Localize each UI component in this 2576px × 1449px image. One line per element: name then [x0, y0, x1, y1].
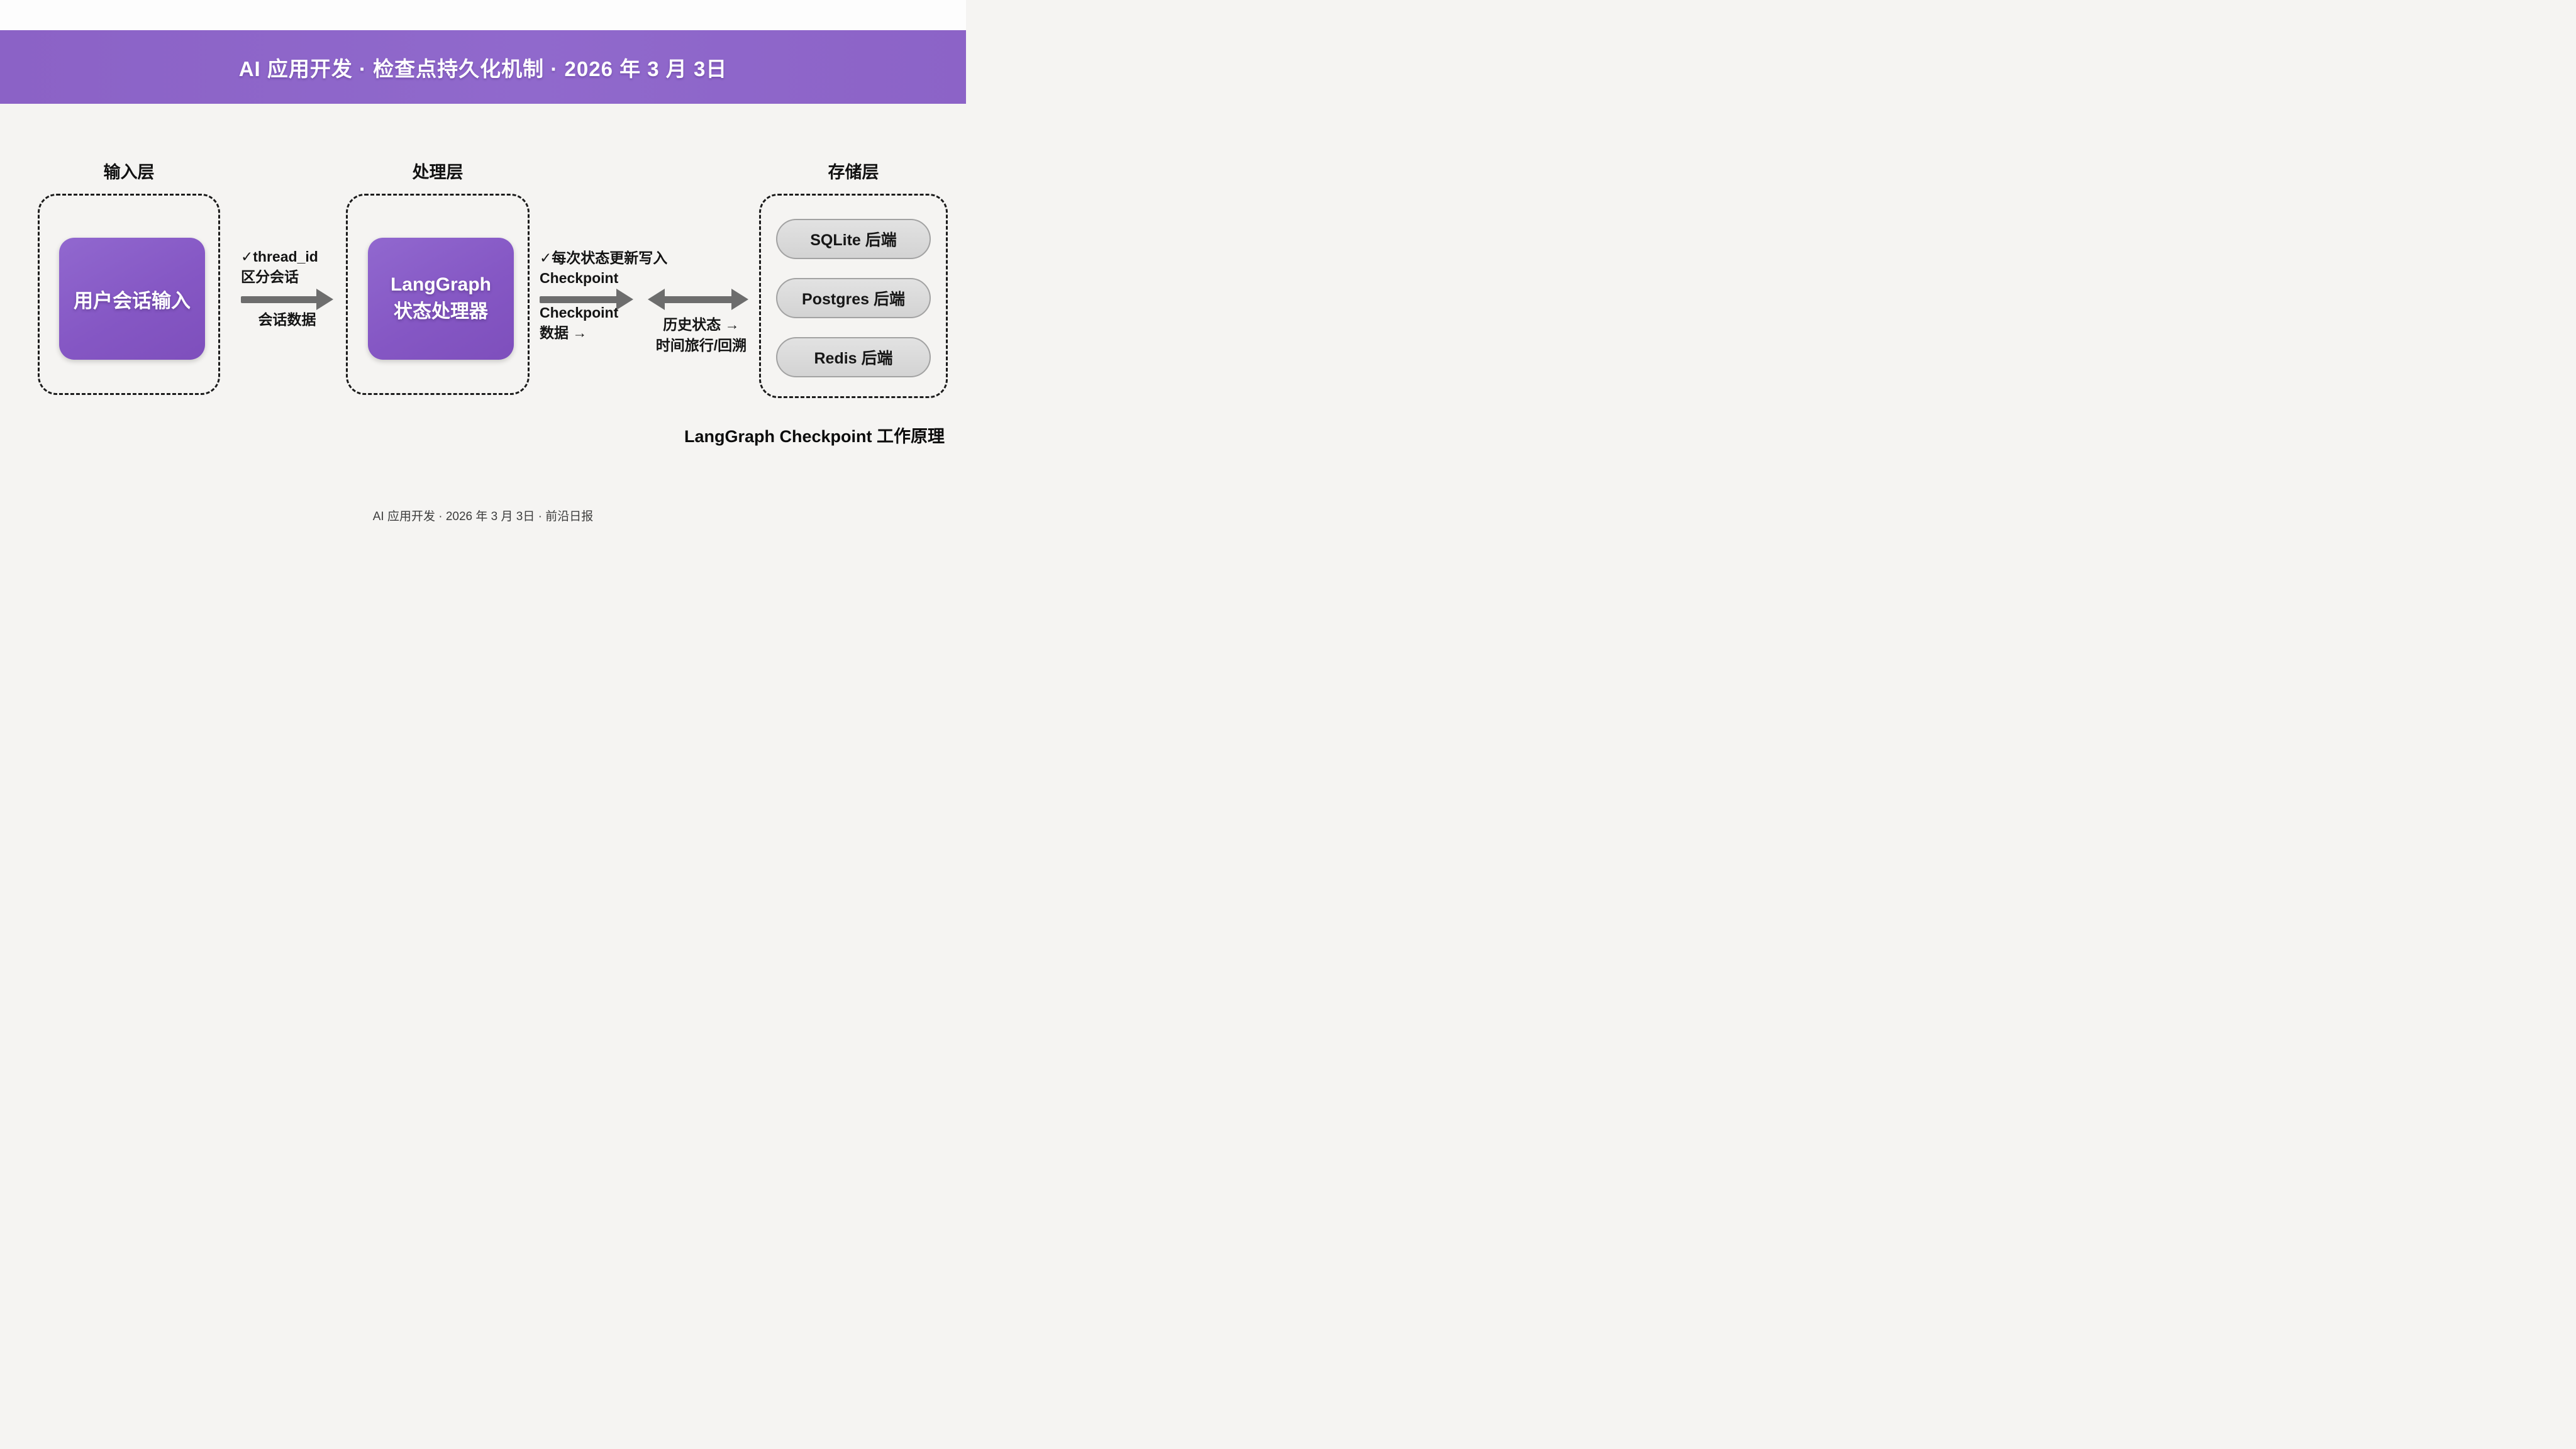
arrow-head-left [648, 289, 665, 310]
langgraph-node-line1: LangGraph [390, 274, 491, 296]
input-layer-box [38, 194, 220, 395]
page-title: AI 应用开发 · 检查点持久化机制 · 2026 年 3 月 3日 [238, 57, 728, 80]
langgraph-checkpoint-infographic: AI 应用开发 · 检查点持久化机制 · 2026 年 3 月 3日 输入层 处… [0, 0, 966, 543]
top-margin-strip [0, 0, 966, 30]
arrow-head [616, 289, 633, 310]
footer-text: AI 应用开发 · 2026 年 3 月 3日 · 前沿日报 [372, 510, 594, 523]
processing-layer-box [346, 194, 530, 395]
arrow-head [316, 289, 333, 310]
langgraph-state-processor-node: LangGraph 状态处理器 [368, 238, 514, 360]
checkpoint-data-label: Checkpoint 数据 → [540, 303, 618, 343]
input-layer-label: 输入层 [103, 163, 155, 182]
redis-backend-pill: Redis 后端 [776, 337, 931, 377]
storage-layer-label: 存储层 [828, 163, 879, 182]
session-note-line2: 区分会话 [241, 269, 299, 285]
redis-backend-label: Redis 后端 [814, 350, 893, 367]
storage-layer-box [759, 194, 948, 398]
sqlite-backend-label: SQLite 后端 [810, 231, 897, 249]
history-label-line2: 时间旅行/回溯 [655, 337, 747, 353]
user-session-input-node: 用户会话输入 [59, 238, 205, 360]
checkpoint-connector-note: ✓每次状态更新写入 Checkpoint [540, 248, 667, 288]
langgraph-node-line2: 状态处理器 [394, 301, 488, 322]
session-note-line1: ✓thread_id [241, 248, 318, 265]
checkpoint-data-line2: 数据 → [540, 325, 587, 341]
session-data-label: 会话数据 [258, 311, 316, 328]
checkpoint-data-line1: Checkpoint [540, 304, 619, 321]
postgres-backend-label: Postgres 后端 [802, 291, 905, 308]
header-banner: AI 应用开发 · 检查点持久化机制 · 2026 年 3 月 3日 [0, 30, 966, 104]
arrow-shaft [241, 296, 318, 303]
checkpoint-note-line1: ✓每次状态更新写入 [540, 250, 668, 266]
history-state-label: 历史状态 → 时间旅行/回溯 [640, 314, 762, 356]
user-session-input-node-label: 用户会话输入 [74, 289, 191, 312]
processing-layer-label: 处理层 [412, 163, 464, 182]
sqlite-backend-pill: SQLite 后端 [776, 219, 931, 259]
postgres-backend-pill: Postgres 后端 [776, 278, 931, 318]
session-connector-note: ✓thread_id 区分会话 [241, 247, 318, 287]
history-label-line1: 历史状态 → [663, 316, 740, 333]
diagram-caption: LangGraph Checkpoint 工作原理 [684, 427, 945, 446]
arrow-shaft [663, 296, 733, 303]
arrow-head-right [731, 289, 748, 310]
arrow-shaft [540, 296, 618, 303]
checkpoint-note-line2: Checkpoint [540, 270, 619, 286]
